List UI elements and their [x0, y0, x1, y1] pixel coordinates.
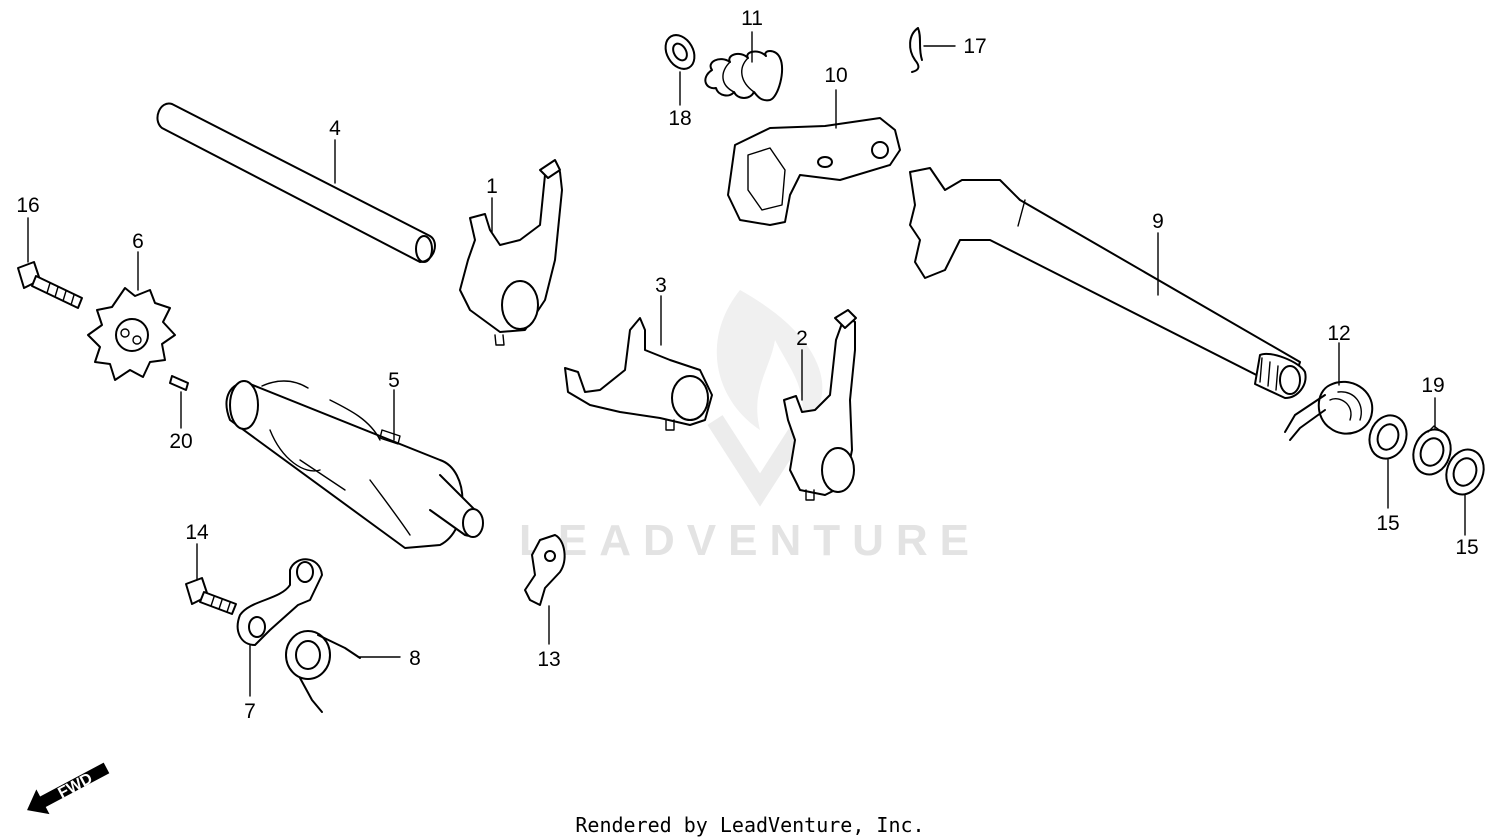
spindle-return-spring — [1284, 342, 1374, 441]
callout-5: 5 — [388, 369, 400, 392]
callout-10: 10 — [824, 64, 847, 87]
spring-11 — [704, 31, 784, 102]
callout-14: 14 — [185, 521, 209, 544]
dowel-pin — [169, 375, 189, 429]
callout-16: 16 — [16, 194, 39, 217]
callout-8: 8 — [409, 647, 421, 670]
callout-7: 7 — [244, 700, 256, 723]
washer-15-a — [1368, 414, 1408, 509]
fwd-label: FWD — [55, 770, 95, 802]
callout-15b: 15 — [1455, 536, 1478, 559]
watermark: LEADVENTURE — [519, 290, 981, 565]
shift-fork-3 — [564, 295, 713, 431]
bolt-14 — [185, 543, 237, 615]
callout-9: 9 — [1152, 210, 1164, 233]
stopper-spring — [285, 630, 401, 713]
callout-2: 2 — [796, 327, 808, 350]
callout-6: 6 — [132, 230, 144, 253]
fork-shaft — [156, 102, 436, 263]
callout-11: 11 — [741, 7, 763, 30]
circlip-18 — [664, 34, 696, 106]
fwd-direction-marker: FWD — [27, 762, 110, 815]
washer-15-b — [1445, 448, 1485, 536]
shift-arm-plate — [727, 89, 901, 226]
footer-credit: Rendered by LeadVenture, Inc. — [575, 813, 924, 837]
gearshift-spindle — [909, 167, 1307, 399]
callout-1: 1 — [486, 175, 498, 198]
shift-fork-1 — [459, 159, 563, 346]
oil-seal-19 — [1412, 397, 1452, 476]
shift-drum-center-plate — [87, 251, 176, 381]
watermark-text: LEADVENTURE — [519, 516, 981, 565]
shift-fork-2 — [783, 309, 857, 501]
callout-12: 12 — [1327, 322, 1350, 345]
r-clip-17 — [909, 27, 956, 73]
callout-18: 18 — [668, 107, 691, 130]
callout-20: 20 — [169, 430, 192, 453]
callout-19: 19 — [1421, 374, 1444, 397]
callout-17: 17 — [963, 35, 986, 58]
arrow-left-down-icon — [27, 762, 110, 815]
shift-drum — [225, 380, 484, 549]
callout-4: 4 — [329, 117, 341, 140]
bolt-16 — [17, 217, 83, 309]
callout-3: 3 — [655, 274, 667, 297]
drum-pin-plate — [524, 534, 566, 645]
stopper-arm — [236, 558, 323, 697]
callout-13: 13 — [537, 648, 560, 671]
callout-15a: 15 — [1376, 512, 1399, 535]
